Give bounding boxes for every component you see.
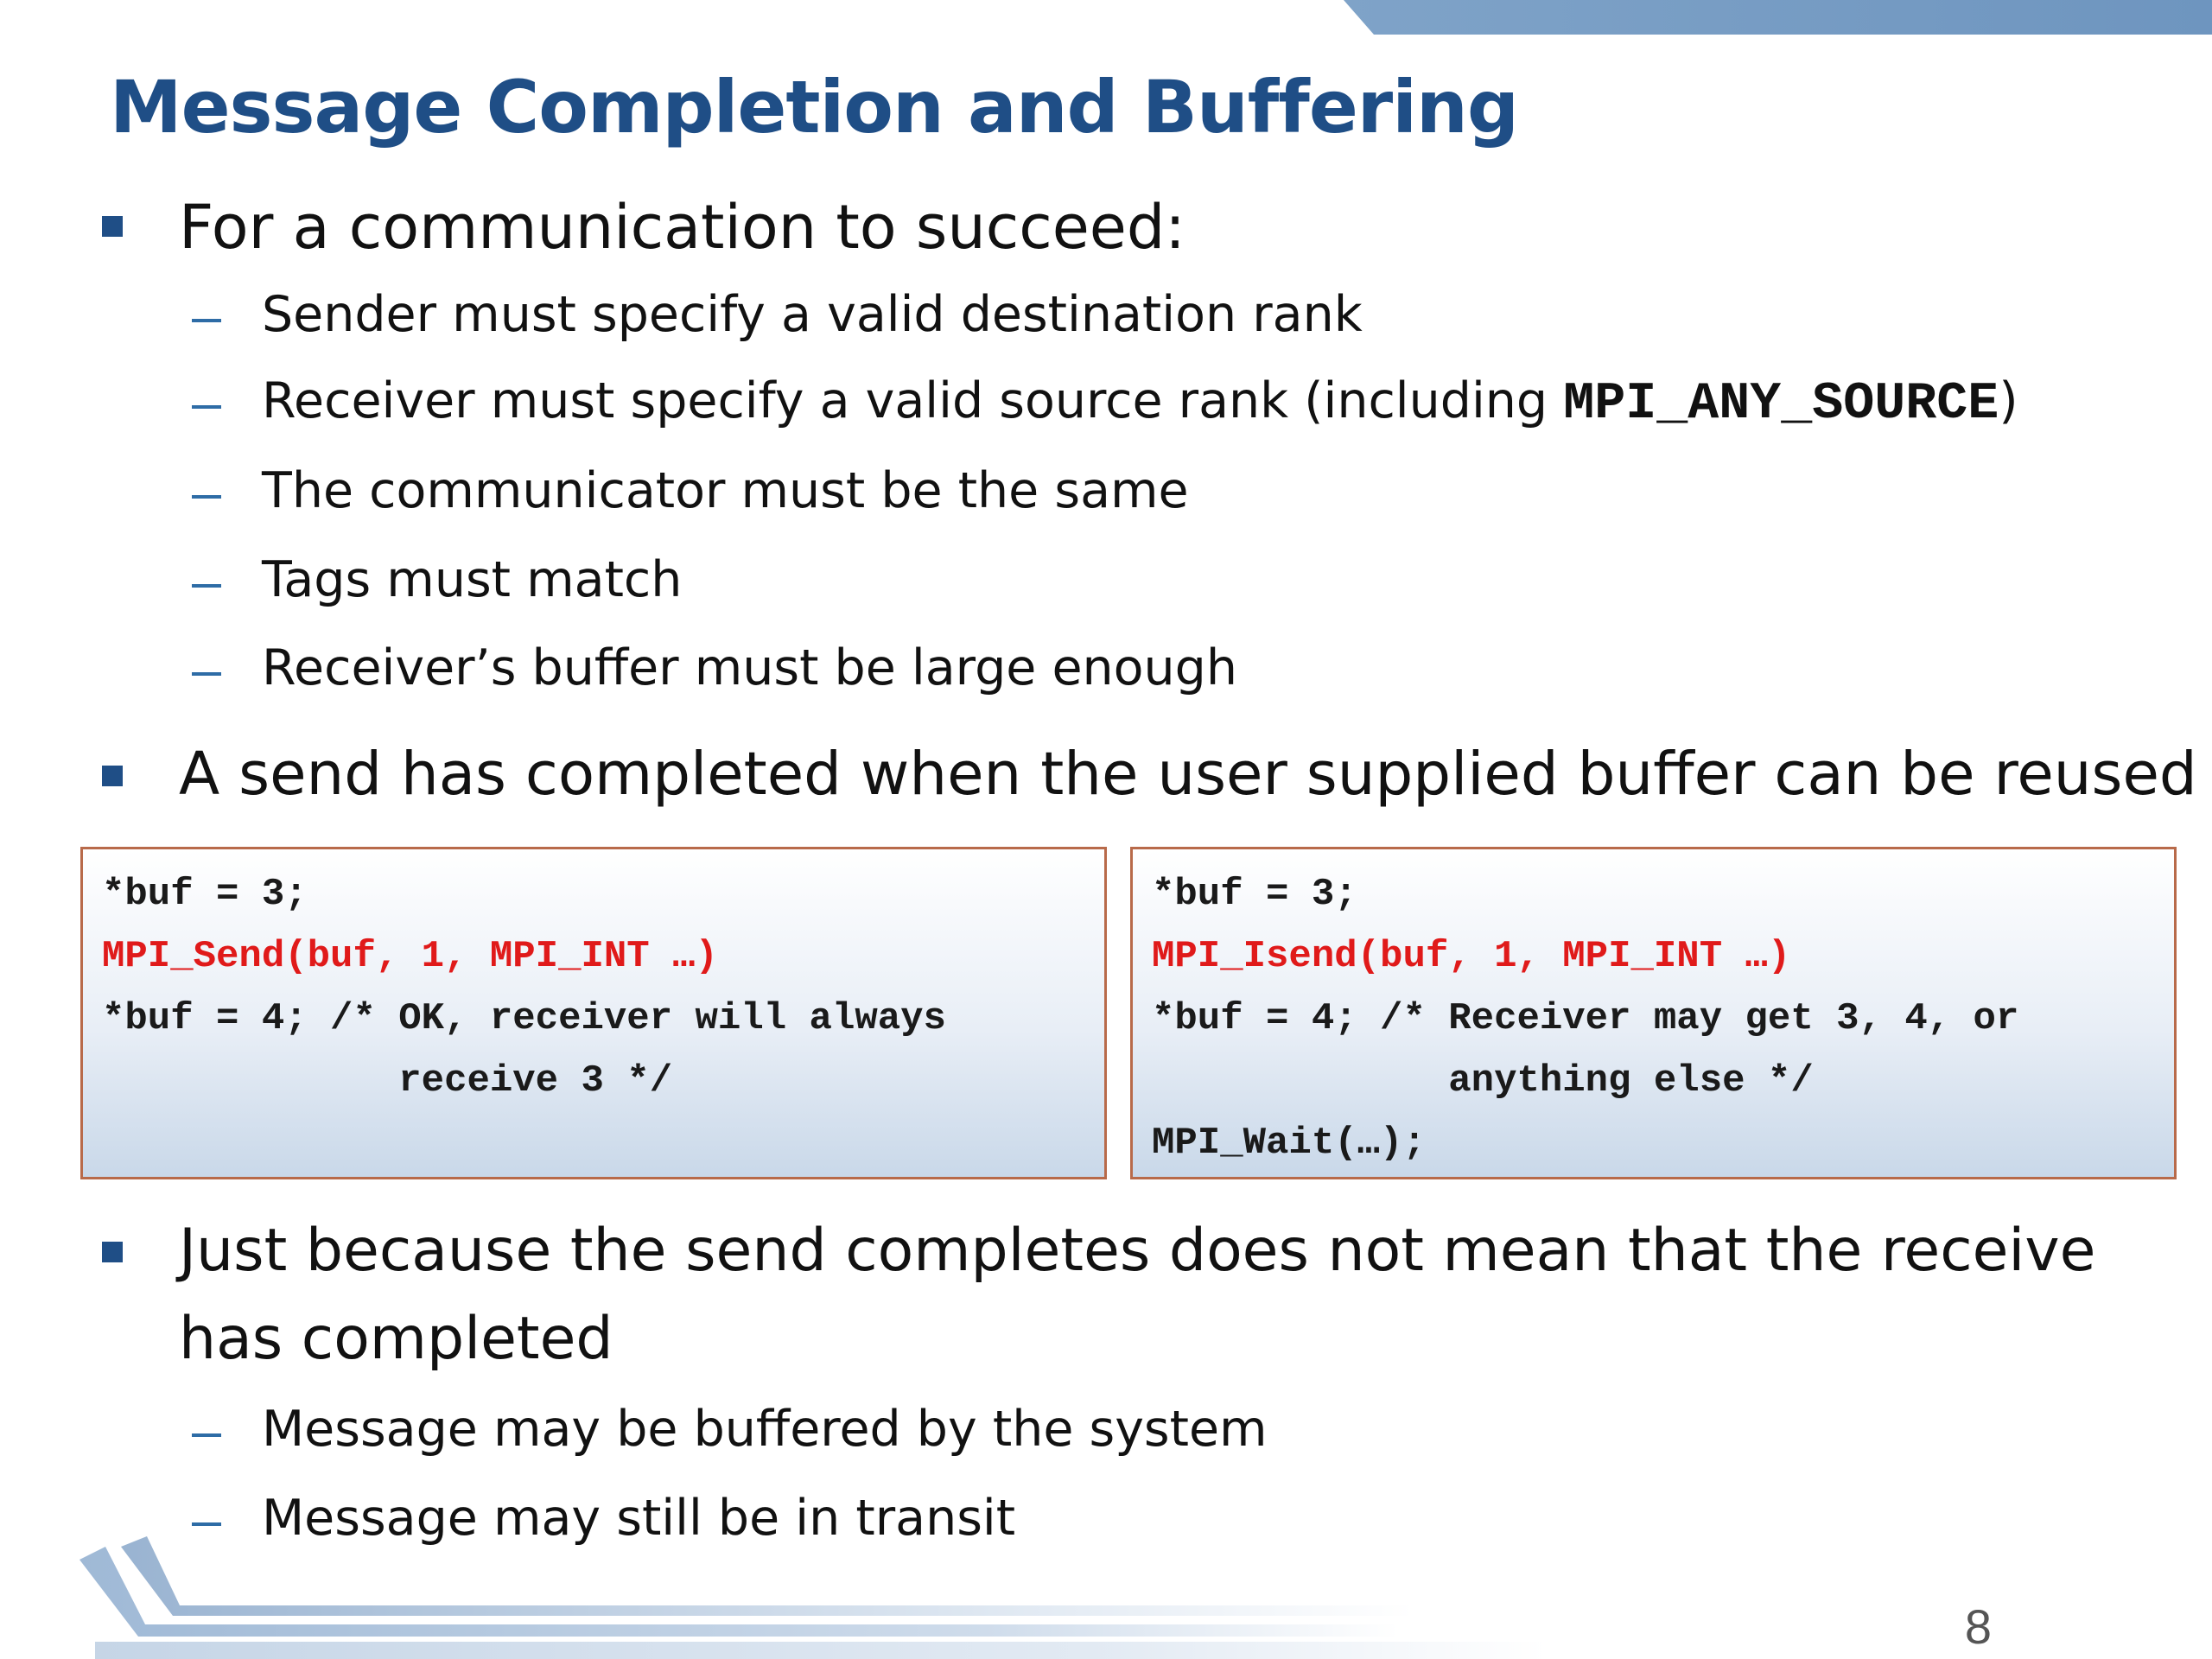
code-box-nonblocking-send: *buf = 3; MPI_Isend(buf, 1, MPI_INT …) *…: [1130, 847, 2177, 1179]
code-line-mpi-isend: MPI_Isend(buf, 1, MPI_INT …): [1152, 935, 1791, 978]
code-line-mpi-send: MPI_Send(buf, 1, MPI_INT …): [102, 935, 718, 978]
sub-bullet-buffer-size: Receiver’s buffer must be large enough: [262, 639, 1237, 696]
dash-marker: [192, 405, 221, 409]
bullet-marker: [102, 216, 123, 237]
dash-marker: [192, 1433, 221, 1437]
bullet-send-not-receive-cont: has completed: [179, 1305, 613, 1373]
sub-bullet-communicator: The communicator must be the same: [262, 462, 1189, 519]
sub-bullet-receiver-source: Receiver must specify a valid source ran…: [262, 372, 2018, 434]
code-line: anything else */: [1152, 1059, 1814, 1103]
code-line: *buf = 3;: [1152, 873, 1357, 916]
slide-title: Message Completion and Buffering: [110, 65, 1519, 149]
top-decor-band: [1344, 0, 2212, 35]
code-line: *buf = 3;: [102, 873, 308, 916]
bottom-decor-swoosh: [79, 1536, 1910, 1659]
mpi-any-source-code: MPI_ANY_SOURCE: [1563, 375, 1999, 434]
sub-bullet-transit: Message may still be in transit: [262, 1490, 1016, 1547]
dash-marker: [192, 1522, 221, 1526]
sub-bullet-tags: Tags must match: [262, 551, 683, 608]
sub-bullet-buffered: Message may be buffered by the system: [262, 1401, 1268, 1458]
dash-marker: [192, 672, 221, 676]
page-number: 8: [1964, 1599, 1992, 1654]
bullet-send-not-receive: Just because the send completes does not…: [179, 1217, 2096, 1285]
code-line: *buf = 4; /* OK, receiver will always: [102, 997, 946, 1040]
bullet-marker: [102, 1242, 123, 1262]
code-line: receive 3 */: [102, 1059, 673, 1103]
bullet-marker: [102, 766, 123, 786]
closing-paren: ): [1999, 372, 2018, 429]
sub-bullet-sender: Sender must specify a valid destination …: [262, 286, 1363, 343]
sub-bullet-receiver-source-text: Receiver must specify a valid source ran…: [262, 372, 1564, 429]
code-box-blocking-send: *buf = 3; MPI_Send(buf, 1, MPI_INT …) *b…: [80, 847, 1107, 1179]
dash-marker: [192, 584, 221, 588]
code-line: *buf = 4; /* Receiver may get 3, 4, or: [1152, 997, 2019, 1040]
dash-marker: [192, 319, 221, 322]
code-line-mpi-wait: MPI_Wait(…);: [1152, 1122, 1426, 1165]
bullet-communication-succeed: For a communication to succeed:: [179, 192, 1185, 263]
bullet-send-completed: A send has completed when the user suppl…: [179, 740, 2197, 809]
dash-marker: [192, 495, 221, 499]
